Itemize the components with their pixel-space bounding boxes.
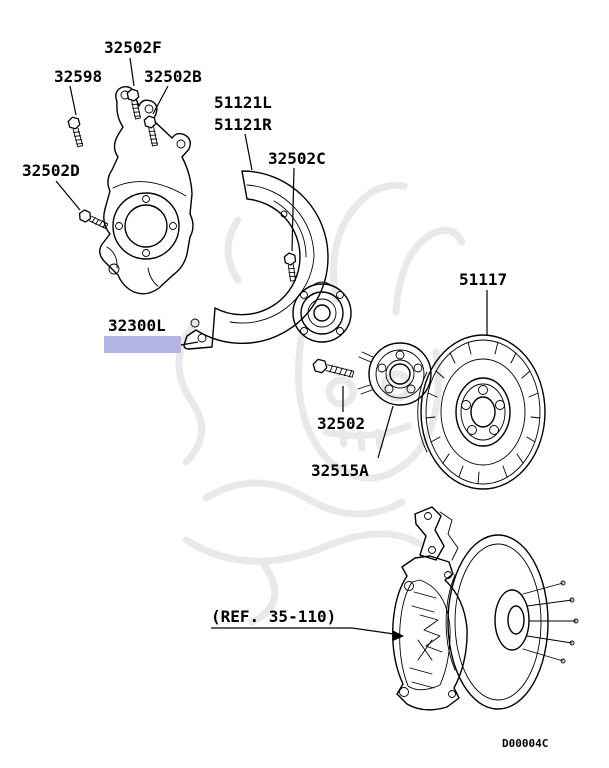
- part-label-32300L[interactable]: 32300L: [108, 316, 166, 335]
- leader-32502B: [152, 85, 169, 115]
- leader-32502C: [291, 167, 295, 252]
- part-label-51121L[interactable]: 51121L: [214, 93, 272, 112]
- ref-note-label: (REF. 35-110): [211, 607, 336, 626]
- part-label-51117[interactable]: 51117: [459, 270, 507, 289]
- brake-rotor-drawing: [417, 334, 546, 490]
- bolt-32502B-drawing: [143, 115, 158, 147]
- part-label-32502C[interactable]: 32502C: [268, 149, 326, 168]
- part-label-51121R[interactable]: 51121R: [214, 115, 272, 134]
- part-label-32502F[interactable]: 32502F: [104, 38, 162, 57]
- highlight-box: [104, 336, 181, 353]
- hub-bearing-drawing: [292, 281, 352, 343]
- caliper-assembly-drawing: [392, 506, 579, 711]
- hub-flange-drawing: [357, 342, 432, 406]
- bolt-32502D-drawing: [78, 209, 109, 229]
- bolt-32502F-drawing: [126, 88, 141, 120]
- leader-32502F: [129, 57, 135, 87]
- part-label-32502B[interactable]: 32502B: [144, 67, 202, 86]
- part-label-32502D[interactable]: 32502D: [22, 161, 80, 180]
- leader-32502D: [55, 180, 81, 211]
- part-label-32502[interactable]: 32502: [317, 414, 365, 433]
- part-label-32598[interactable]: 32598: [54, 67, 102, 86]
- knuckle-drawing: [99, 86, 194, 295]
- doc-code: D00004C: [502, 737, 548, 750]
- bolt-32598-drawing: [67, 116, 84, 148]
- leader-32515A: [377, 405, 394, 459]
- arrowhead-icon: [392, 630, 404, 641]
- leader-51121: [244, 133, 253, 171]
- ref-arrow: [211, 627, 404, 641]
- part-label-32515A[interactable]: 32515A: [311, 461, 369, 480]
- watermark: [175, 181, 466, 626]
- dust-shield-drawing: [183, 170, 329, 350]
- bolt-32502-drawing: [312, 358, 355, 378]
- leader-32598: [69, 85, 77, 116]
- leader-lines: [55, 57, 488, 459]
- bolt-32502C-drawing: [283, 252, 297, 282]
